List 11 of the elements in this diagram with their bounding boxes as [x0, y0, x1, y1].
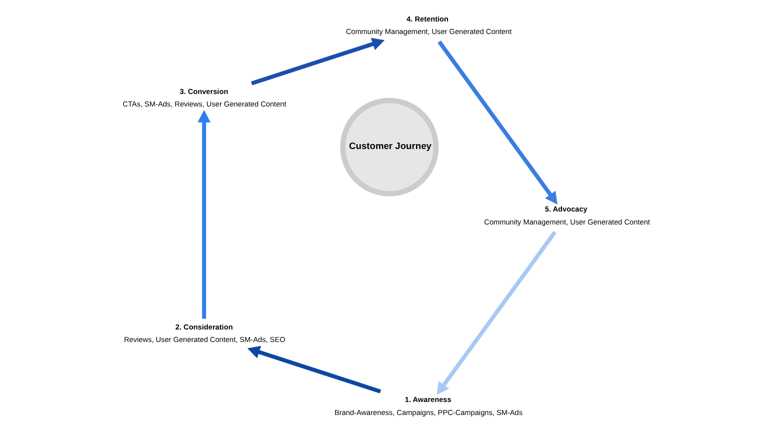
node-circle: Customer Journey [340, 98, 438, 196]
node-text: 5. Advocacy Community Management, User Generated Content [484, 204, 650, 226]
arrow [436, 230, 556, 395]
arrow [246, 346, 381, 394]
arrow [437, 40, 557, 204]
node-text: 3. Conversion CTAs, SM-Ads, Reviews, User Generated Content [122, 87, 286, 109]
node-text: 2. Consideration Reviews, User Generated Content, SM-Ads, SEO [124, 322, 285, 344]
node-text: 1. Awareness Brand-Awareness, Campaigns, PPC-Campaigns, SM-Ads [334, 395, 522, 417]
arrow [250, 38, 384, 86]
arrow [197, 110, 210, 319]
node-text: 4. Retention Community Management, User Generated Content [345, 14, 512, 36]
